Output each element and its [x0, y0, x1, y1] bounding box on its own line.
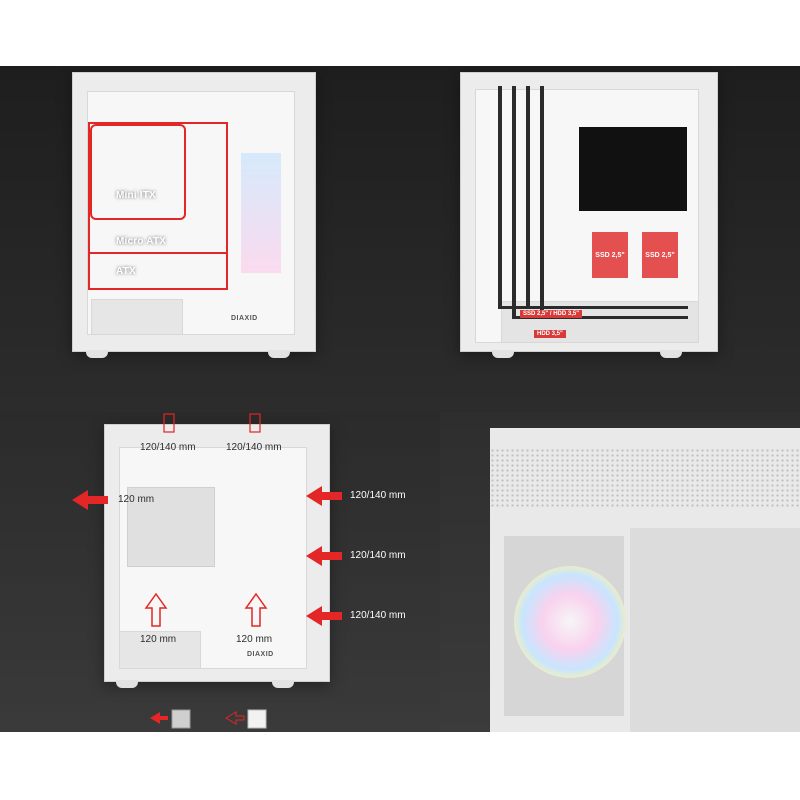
micro-atx-label: Micro ATX [116, 236, 167, 247]
drive-tag-hdd: HDD 3,5" [534, 330, 566, 338]
mini-itx-outline [90, 124, 186, 220]
legend-fan-optional-icon [247, 709, 267, 729]
fan-label-front-top: 120/140 mm [350, 490, 406, 501]
fan-label-bottom-left: 120 mm [140, 634, 177, 645]
cable [498, 306, 688, 309]
motherboard-compatibility-panel: DIAXID Mini ITX Micro ATX ATX [0, 66, 400, 412]
case-foot [660, 350, 682, 358]
case-foot [116, 680, 138, 688]
fan-label-front-middle: 120/140 mm [350, 550, 406, 561]
micro-atx-outline [88, 122, 228, 254]
legend-fan-included-icon [171, 709, 191, 729]
case-foot [268, 350, 290, 358]
top-exhaust-arrow-icon [249, 413, 261, 433]
fan-label-bottom-right: 120 mm [236, 634, 273, 645]
front-intake-arrow-icon [306, 606, 342, 626]
front-intake-arrow-icon [306, 546, 342, 566]
fan-label-rear: 120 mm [118, 494, 155, 505]
psu-shroud [91, 299, 183, 335]
rgb-fan-closeup-panel [440, 412, 800, 732]
legend-intake-arrow-icon [150, 712, 168, 724]
ssd-bay-left: SSD 2,5" [592, 232, 628, 278]
mini-itx-label: Mini ITX [116, 190, 156, 201]
ssd-bay-right: SSD 2,5" [642, 232, 678, 278]
cable [512, 316, 688, 319]
drive-tag-combo: SSD 2,5" / HDD 3,5" [520, 310, 583, 318]
case-foot [492, 350, 514, 358]
cable [498, 86, 502, 306]
cable [526, 86, 530, 306]
fan-label-top-right: 120/140 mm [226, 442, 282, 453]
rear-exhaust-arrow-icon [72, 490, 108, 510]
top-vent-mesh [490, 448, 800, 508]
fan-positions-panel: DIAXID 120/140 mm 120/140 mm 120 mm 120 … [0, 412, 440, 732]
legend-optional-arrow-icon [225, 711, 245, 725]
bottom-intake-arrow-icon [244, 592, 268, 627]
cable [540, 86, 544, 316]
psu-shroud [119, 631, 201, 669]
bottom-intake-arrow-icon [144, 592, 168, 627]
pc-case-side-view: DIAXID [72, 72, 316, 352]
top-exhaust-arrow-icon [163, 413, 175, 433]
drive-bays-panel: SSD 2,5" SSD 2,5" SSD 2,5" / HDD 3,5" HD… [400, 66, 800, 412]
rgb-fans-glow [241, 153, 281, 273]
rgb-fan-icon [514, 566, 626, 678]
pc-case-back-view [460, 72, 718, 352]
airflow-arrows [72, 413, 342, 729]
cpu-cutout [127, 487, 215, 567]
front-intake-arrow-icon [306, 486, 342, 506]
fan-label-top-left: 120/140 mm [140, 442, 196, 453]
side-panel-edge [630, 528, 800, 732]
case-foot [86, 350, 108, 358]
case-front-frame [490, 428, 800, 732]
cpu-cutout [579, 127, 687, 211]
brand-logo: DIAXID [247, 651, 274, 658]
case-foot [272, 680, 294, 688]
brand-logo: DIAXID [231, 315, 258, 322]
atx-label: ATX [116, 266, 136, 277]
fan-label-front-bottom: 120/140 mm [350, 610, 406, 621]
cable [512, 86, 516, 316]
